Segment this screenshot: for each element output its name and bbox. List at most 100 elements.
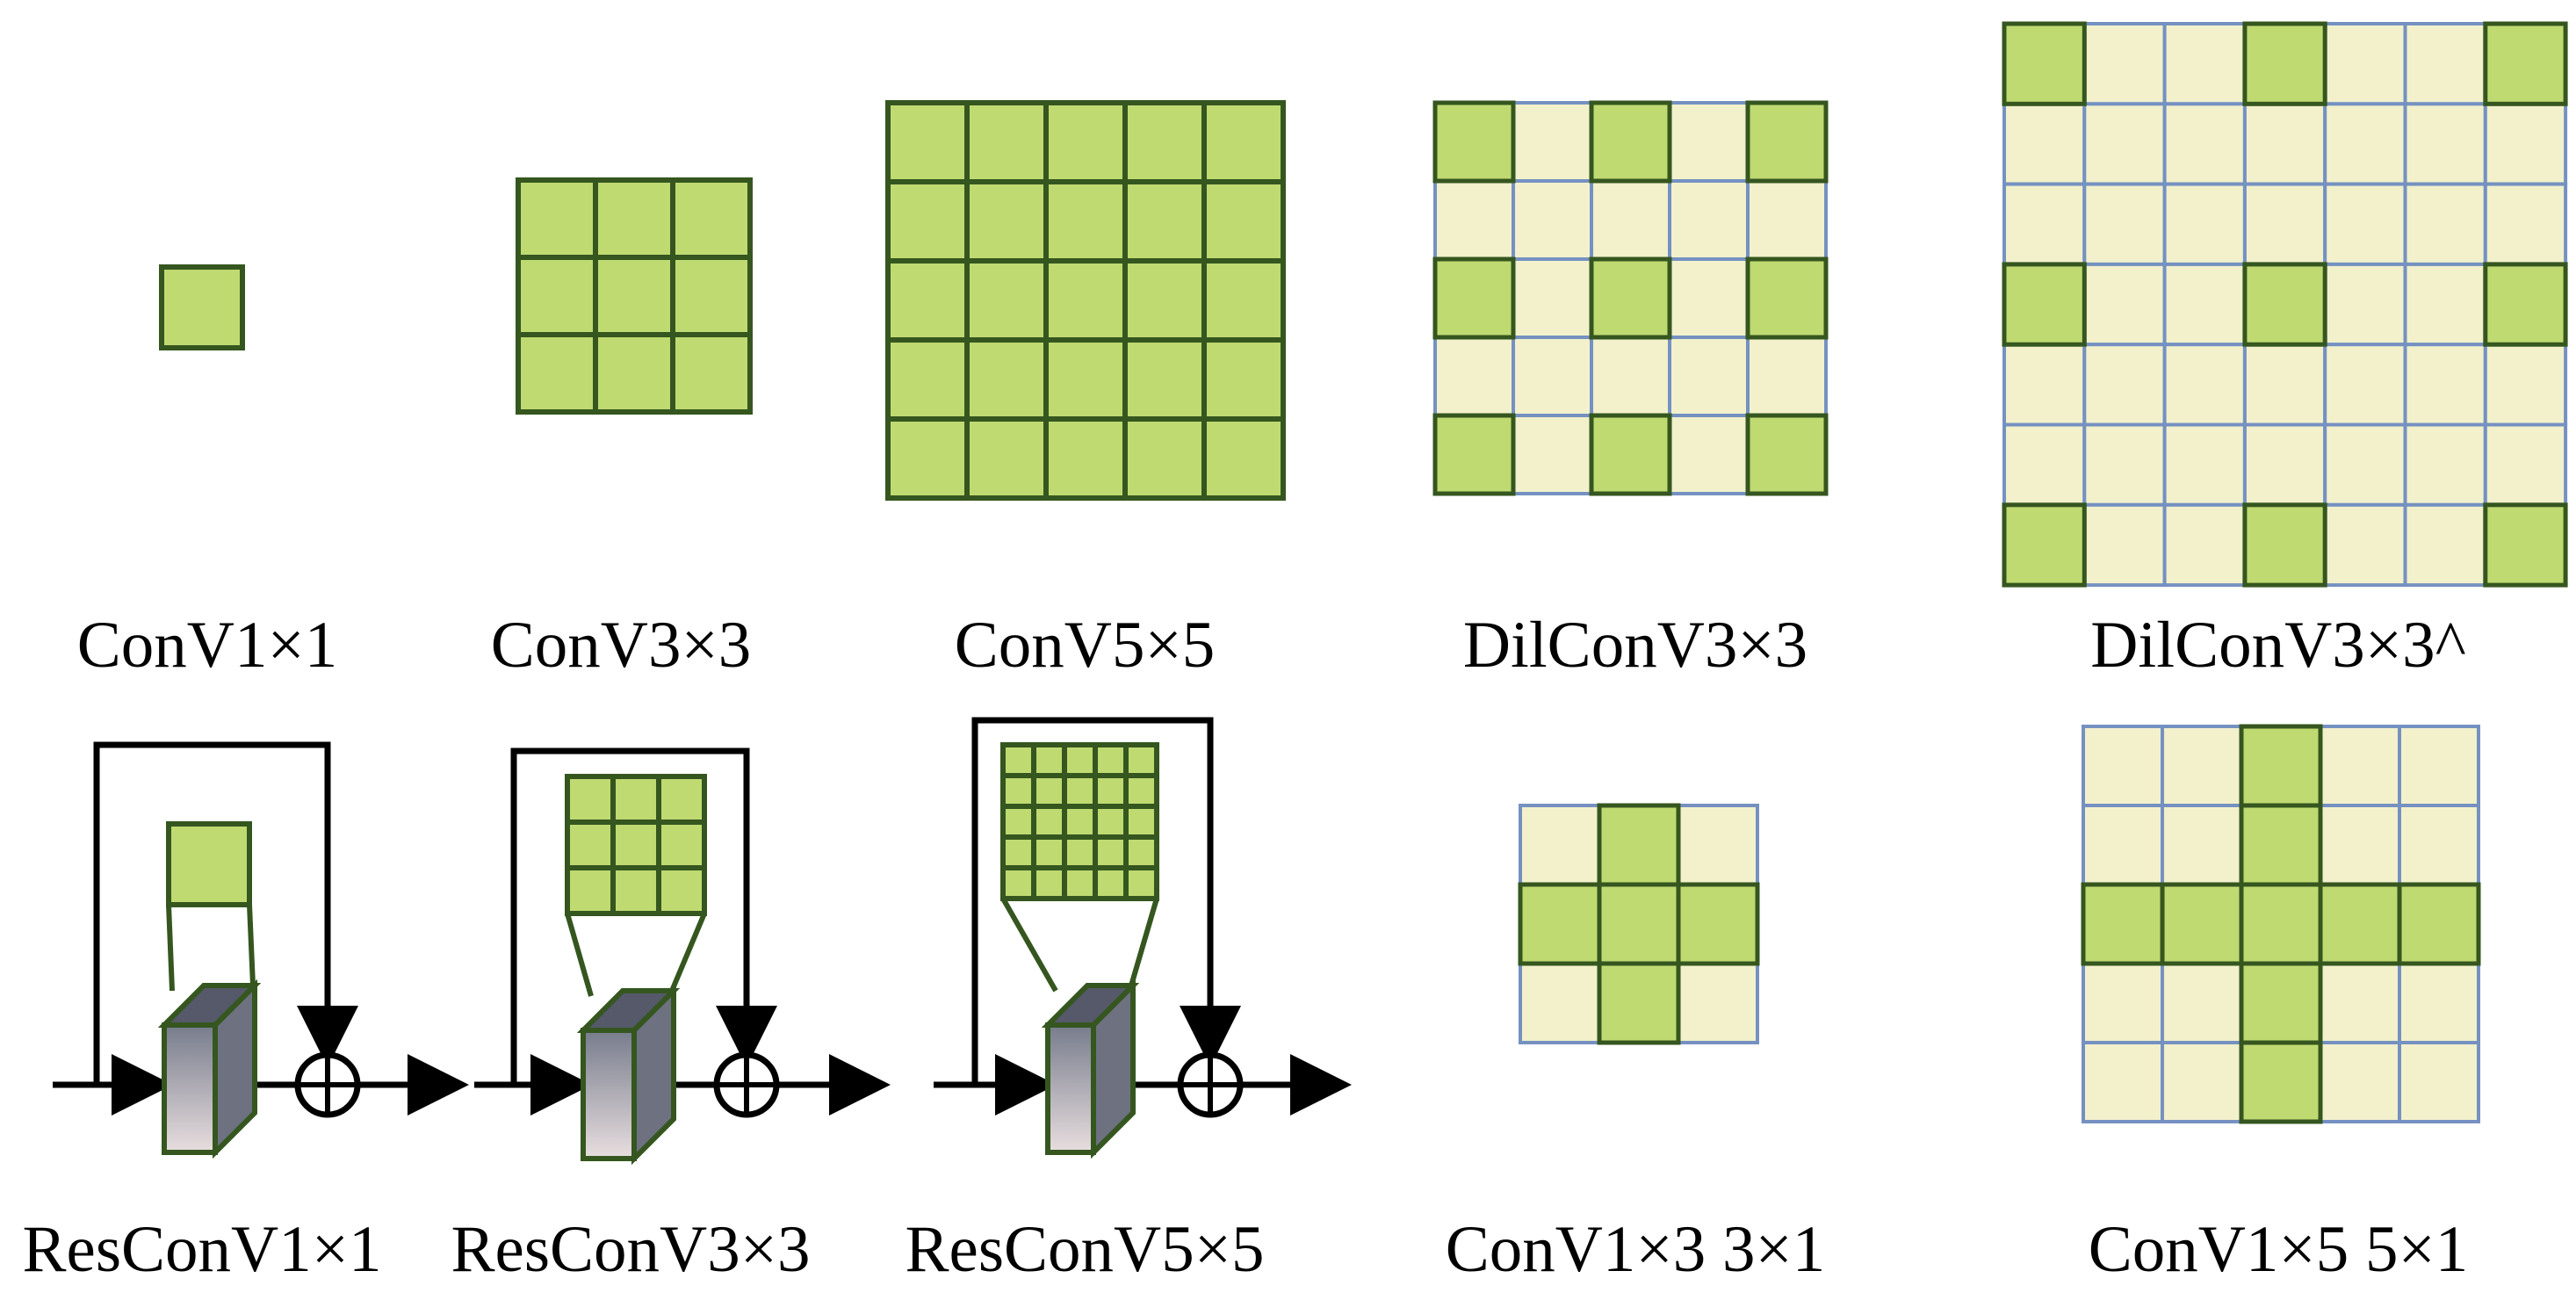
kernel-cell [1093,834,1129,870]
kernel-cell [159,264,245,350]
label-conv1x5-5x1: ConV1×5 5×1 [2088,1213,2469,1286]
conv3x3-kernel [516,177,753,415]
empty-cell [2483,102,2568,186]
kernel-cell [565,865,616,916]
empty-cell [2403,343,2487,427]
kernel-cell [516,255,598,337]
kernel-cell [1093,804,1129,840]
kernel-cell [610,865,661,916]
kernel-cell [1062,742,1098,778]
empty-cell [2082,725,2164,807]
kernel-cell [1201,100,1286,184]
empty-cell [2319,725,2401,807]
empty-cell [1677,962,1759,1044]
conv1x3-3x1-kernel [1518,803,1760,1045]
conv1x5-5x1-kernel [2081,724,2481,1124]
kernel-cell [656,820,707,870]
kernel-cell [2397,882,2481,966]
kernel-cell [1031,834,1067,870]
skip-connection-arrow [93,741,358,1085]
empty-cell [2161,804,2243,886]
empty-cell [2398,725,2480,807]
kernel-cell [964,258,1049,343]
empty-cell [1512,101,1593,183]
empty-cell [1519,804,1601,886]
kernel-cell [1043,416,1128,501]
resconv5x5-block [934,717,1352,1159]
block-front-face [162,1022,218,1155]
kernel-cell [1597,803,1681,887]
label-resconv5x5: ResConV5×5 [905,1213,1265,1286]
kernel-cell [2239,1040,2323,1124]
kernel-cell [516,332,598,415]
kernel-cell [1201,416,1286,501]
kernel-cell [610,774,661,825]
empty-cell [2403,262,2487,347]
empty-cell [1512,257,1593,339]
empty-cell [2319,804,2401,886]
kernel-cell [1597,961,1681,1045]
empty-cell [1519,962,1601,1044]
kernel-cell [1122,258,1207,343]
kernel-cell [2318,882,2402,966]
kernel-cell [670,255,753,337]
kernel-cell [1043,258,1128,343]
kernel-cell [1589,100,1672,184]
kernel-cell [516,177,598,260]
empty-cell [2161,1041,2243,1123]
kernel-cell [1093,742,1129,778]
label-conv3x3: ConV3×3 [490,609,752,682]
empty-cell [1433,336,1515,417]
kernel-cell [1745,100,1829,184]
empty-cell [2323,262,2407,347]
empty-cell [1512,336,1593,417]
kernel-cell [885,179,970,264]
kernel-cell [2239,961,2323,1045]
kernel-cell [2242,262,2327,347]
empty-cell [2082,22,2167,106]
empty-cell [2403,102,2487,186]
funnel-line [166,904,175,992]
kernel-cell [1122,337,1207,422]
kernel-cell [1201,258,1286,343]
kernel-cell [2483,262,2568,347]
empty-cell [2002,182,2087,266]
skip-connection-arrow [510,747,777,1085]
kernel-cell [565,820,616,870]
empty-cell [2403,22,2487,106]
kernel-cell [1062,773,1098,809]
empty-cell [1668,414,1750,495]
empty-cell [2242,422,2327,507]
kernel-cell [2081,882,2165,966]
label-conv1x1: ConV1×1 [76,609,338,682]
empty-cell [2082,102,2167,186]
empty-cell [2483,422,2568,507]
resconv3x3-block [474,747,891,1166]
empty-cell [2323,343,2407,427]
funnel-line [669,912,707,993]
empty-cell [1590,179,1671,261]
label-resconv3x3: ResConV3×3 [451,1213,811,1286]
kernel-cell [610,820,661,870]
kernel-cell [1123,804,1159,840]
empty-cell [2162,343,2247,427]
empty-cell [2323,22,2407,106]
empty-cell [2242,102,2327,186]
empty-cell [2161,725,2243,807]
empty-cell [1512,179,1593,261]
funnel-line [1129,898,1159,986]
kernel-cell [1123,773,1159,809]
kernel-cell [1745,413,1829,496]
empty-cell [2082,262,2167,347]
kernel-cell [1031,865,1067,901]
empty-cell [1433,179,1515,261]
kernel-cell [1043,100,1128,184]
kernel-cell [593,332,675,415]
kernel-cell [2239,882,2323,966]
kernel-cell [1000,865,1036,901]
label-conv5x5: ConV5×5 [954,609,1216,682]
kernel-cell [2002,262,2087,347]
kernel-cell [1062,834,1098,870]
empty-cell [2162,22,2247,106]
